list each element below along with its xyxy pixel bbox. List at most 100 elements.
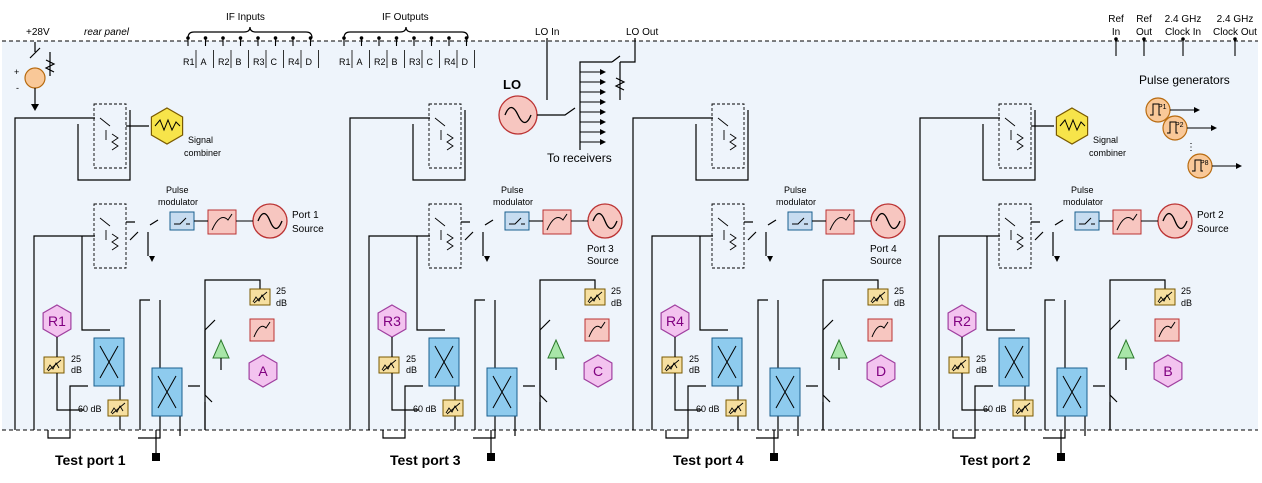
test-receiver-label: A xyxy=(258,363,268,379)
ref-receiver-label: R1 xyxy=(48,313,66,329)
filter-icon xyxy=(1112,209,1142,235)
ref-receiver-label: R3 xyxy=(383,313,401,329)
switch-icon xyxy=(711,103,745,169)
rear-panel-label: rear panel xyxy=(84,27,130,38)
if-outputs-label: IF Outputs xyxy=(382,12,429,23)
attenuator-label: dB xyxy=(71,365,82,375)
if-pin-label: R3 xyxy=(253,57,265,67)
pulse-generator-label: P2 xyxy=(1175,122,1184,129)
attenuator-label: 25 xyxy=(689,354,699,364)
attenuator-label: dB xyxy=(406,365,417,375)
attenuator-icon xyxy=(249,288,271,306)
filter-icon xyxy=(825,209,855,235)
attenuator-label: dB xyxy=(689,365,700,375)
source-label: Port 3 xyxy=(587,244,614,255)
pulse-modulator-label: modulator xyxy=(776,197,816,207)
rear-panel-area xyxy=(2,41,1258,430)
plus-sign: + xyxy=(14,67,19,77)
if-outputs-bracket xyxy=(343,26,469,39)
rear-connector[interactable] xyxy=(1181,37,1185,41)
test-port-connector[interactable] xyxy=(770,453,778,461)
rear-connector[interactable] xyxy=(1233,37,1237,41)
if-inputs-bracket xyxy=(187,26,313,39)
test-port-connector[interactable] xyxy=(1057,453,1065,461)
pulse-modulator-label: Pulse xyxy=(166,185,189,195)
filter-icon xyxy=(542,209,572,235)
source-label: Port 1 xyxy=(292,210,319,221)
combiner-label: combiner xyxy=(1089,148,1126,158)
source-label: Source xyxy=(1197,224,1229,235)
test-receiver-label: B xyxy=(1163,363,1172,379)
pulse-modulator-icon xyxy=(1074,211,1100,231)
attenuator-icon xyxy=(867,288,889,306)
test-port-label: Test port 1 xyxy=(55,452,126,468)
connector-label-bottom: Clock Out xyxy=(1213,27,1257,38)
dc-supply: + - xyxy=(14,42,56,111)
if-pin-label: A xyxy=(357,57,363,67)
source-label: Source xyxy=(587,256,619,267)
attenuator-60-label: 60 dB xyxy=(983,404,1007,414)
test-port-connector[interactable] xyxy=(487,453,495,461)
attenuator-label: 25 xyxy=(976,354,986,364)
ellipsis: ⋮ xyxy=(1186,142,1196,153)
combiner-icon xyxy=(150,107,184,145)
lo-in-label: LO In xyxy=(535,27,559,38)
attenuator-icon xyxy=(442,399,464,417)
attenuator-label: dB xyxy=(894,298,905,308)
attenuator-label: dB xyxy=(1181,298,1192,308)
ref-receiver-label: R4 xyxy=(666,313,684,329)
switch-icon xyxy=(93,203,127,269)
attenuator-60-label: 60 dB xyxy=(78,404,102,414)
attenuator-label: dB xyxy=(276,298,287,308)
test-receiver-label: D xyxy=(876,363,886,379)
if-pin-label: R4 xyxy=(288,57,300,67)
pulse-modulator-icon xyxy=(169,211,195,231)
filter-icon xyxy=(207,209,237,235)
if-pin-label: B xyxy=(392,57,398,67)
if-pin-label: D xyxy=(462,57,469,67)
combiner-label: combiner xyxy=(184,148,221,158)
switch-icon xyxy=(711,203,745,269)
pulse-modulator-icon xyxy=(787,211,813,231)
if-pin-label: C xyxy=(427,57,434,67)
test-receiver-label: C xyxy=(593,363,603,379)
attenuator-icon xyxy=(1154,288,1176,306)
attenuator-icon xyxy=(378,356,400,374)
pulse-generator-label: P1 xyxy=(1158,104,1167,111)
if-pin-label: D xyxy=(306,57,313,67)
test-port-connector[interactable] xyxy=(152,453,160,461)
source-label: Port 4 xyxy=(870,244,897,255)
lo-section: LO To receivers xyxy=(498,38,636,165)
if-pin-label: C xyxy=(271,57,278,67)
attenuator-label: 25 xyxy=(1181,286,1191,296)
if-pin-label: B xyxy=(236,57,242,67)
connector-label-bottom: In xyxy=(1112,27,1120,38)
panel-boundary xyxy=(2,40,1258,431)
switch-icon xyxy=(998,203,1032,269)
if-pin-label: R2 xyxy=(374,57,386,67)
pulse-modulator-label: modulator xyxy=(493,197,533,207)
rear-connector[interactable] xyxy=(1114,37,1118,41)
attenuator-icon xyxy=(661,356,683,374)
pulse-generators-label: Pulse generators xyxy=(1139,73,1230,87)
receiver-icon xyxy=(583,354,613,388)
test-port-label: Test port 4 xyxy=(673,452,744,468)
attenuator-icon xyxy=(43,356,65,374)
attenuator-label: 25 xyxy=(406,354,416,364)
pulse-modulator-label: modulator xyxy=(1063,197,1103,207)
rear-connector[interactable] xyxy=(1142,37,1146,41)
connector-label-top: Ref xyxy=(1136,14,1152,25)
pulse-modulator-label: modulator xyxy=(158,197,198,207)
attenuator-label: 25 xyxy=(894,286,904,296)
receiver-icon xyxy=(866,354,896,388)
coupler-icon xyxy=(151,367,183,417)
supply-label: +28V xyxy=(26,27,50,38)
if-pin-label: R3 xyxy=(409,57,421,67)
lo-out-label: LO Out xyxy=(626,27,658,38)
